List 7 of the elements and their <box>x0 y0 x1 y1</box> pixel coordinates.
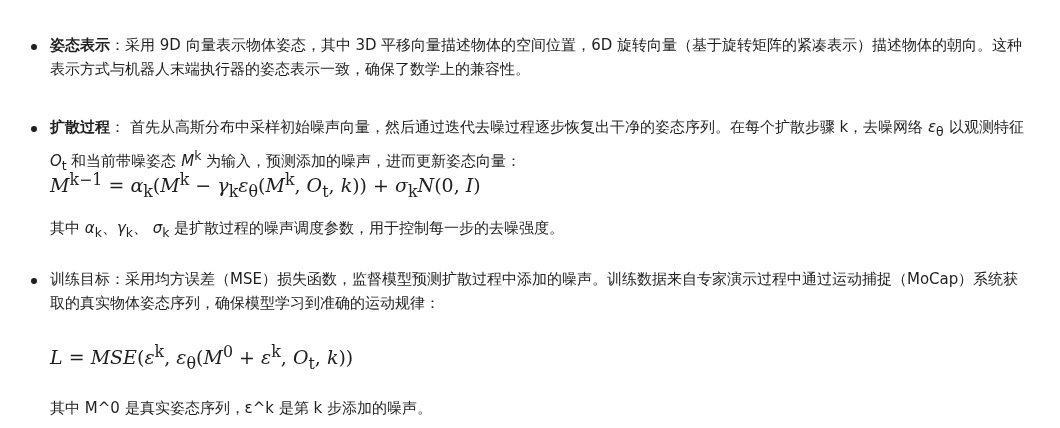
paragraph: 姿态表示：采用 9D 向量表示物体姿态，其中 3D 平移向量描述物体的空间位置，6D 旋转向量（基于旋转矩阵的紧凑表示）描述物体的朝向。这种表示方式与机器人末端执行器的姿态表示一致，确保了数学上的兼容性。 <box>50 35 1024 80</box>
paragraph: 其中 α$_{k}$、γ$_{k}$、 σ$_{k}$ 是扩散过程的噪声调度参数，用于控制每一步的去噪强度。 <box>50 218 566 242</box>
paragraph: 训练目标：采用均方误差（MSE）损失函数，监督模型预测扩散过程中添加的噪声。训练数据来自专家演示过程中通过运动捕捉（MoCap）系统获取的真实物体姿态序列，确保模型学习到准确的运动规律： <box>50 269 1020 314</box>
formula: M$^{k−1}$ = α$_{k}$(M$^{k}$ − γ$_{k}$ε$_{θ}$(M$^{k}$, O$_{t}$, k)) + σ$_{k}$N(0, I) <box>50 170 481 202</box>
paragraph: 其中 M^0 是真实姿态序列，ε^k 是第 k 步添加的噪声。 <box>50 398 433 419</box>
formula: L = MSE(ε$^{k}$, ε$_{θ}$(M$^{0}$ + ε$^{k}$, O$_{t}$, k)) <box>50 342 354 374</box>
paragraph: 扩散过程： 首先从高斯分布中采样初始噪声向量，然后通过迭代去噪过程逐步恢复出干净的姿态序列。在每个扩散步骤 k，去噪网络 ε$_{θ}$ 以观测特征 O$_{t}$ 和当前带噪姿态 M$^{k}$ 为输入，预测添加的噪声，进而更新姿态向量： <box>50 117 1025 173</box>
